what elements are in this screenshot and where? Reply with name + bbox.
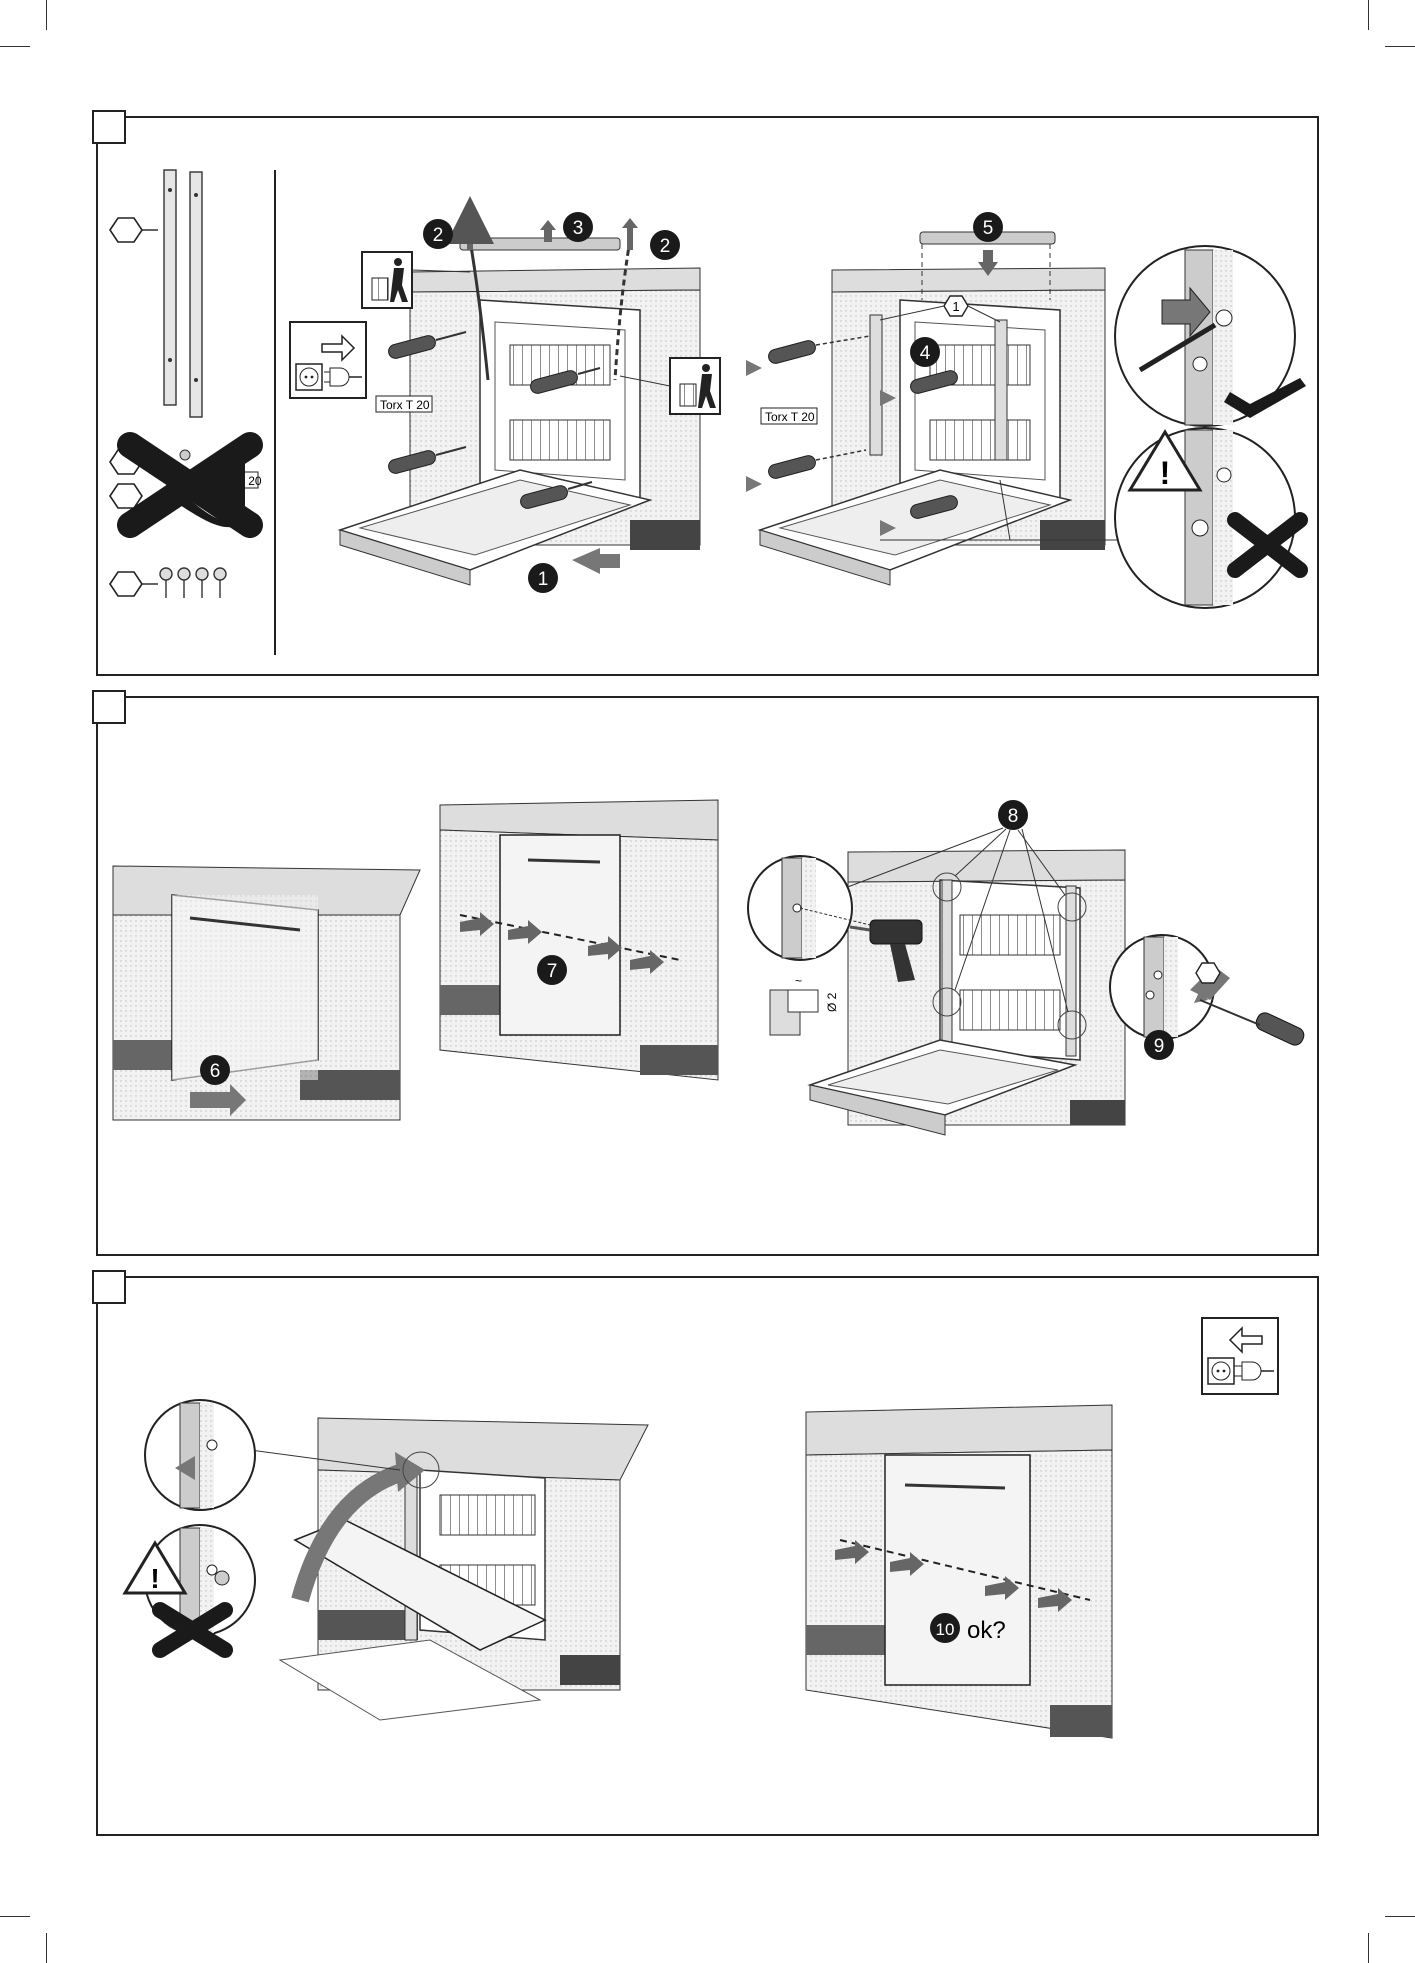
step-badge-6: 6 (210, 1061, 221, 1082)
step-badge-8: 8 (1008, 806, 1019, 827)
screw-set (110, 568, 226, 598)
part-hex-label (110, 218, 158, 242)
ok-check-label: ok? (967, 1617, 1006, 1644)
crossed-screws: Torx T 20 (110, 440, 262, 530)
plug-in-icon (1202, 1318, 1278, 1394)
detail-correct (1115, 246, 1306, 426)
torx-label: Torx T 20 (765, 410, 815, 424)
scene-close-door: ! (125, 1400, 648, 1720)
scene-attach-rails: 1 5 4 Torx T 20 (746, 212, 1145, 585)
step-badge-10: 10 (936, 1620, 955, 1639)
step-badge-3: 3 (573, 218, 584, 239)
parts-sidebar: Torx T 20 (110, 170, 275, 655)
step-badge-2: 2 (660, 236, 671, 257)
detail-incorrect: ! (1115, 428, 1300, 608)
side-rail-part (164, 170, 176, 405)
step-badge-7: 7 (547, 961, 558, 982)
unplug-icon (290, 322, 366, 398)
step-badge-4: 4 (920, 343, 931, 364)
dimension-diameter: Ø 2 (825, 992, 839, 1012)
svg-text:!: ! (150, 1563, 159, 1594)
scene-align-front: 7 (440, 800, 718, 1080)
step-badge-2: 2 (433, 225, 444, 246)
scene-check-alignment: 10 ok? (806, 1405, 1112, 1738)
scene-push-in: 6 (113, 866, 420, 1120)
hex-label: 1 (952, 299, 959, 314)
step-badge-1: 1 (538, 569, 549, 590)
scene-drill-and-screw: 8 ~ Ø 2 9 (748, 800, 1306, 1135)
dimension-tilde: ~ (795, 974, 802, 988)
svg-text:!: ! (1160, 455, 1171, 491)
torx-label: Torx T 20 (380, 398, 430, 412)
step-badge-5: 5 (983, 218, 994, 239)
scene-remove-front: 2 3 2 1 Torx T 20 (290, 212, 720, 593)
step-badge-9: 9 (1154, 1036, 1165, 1057)
